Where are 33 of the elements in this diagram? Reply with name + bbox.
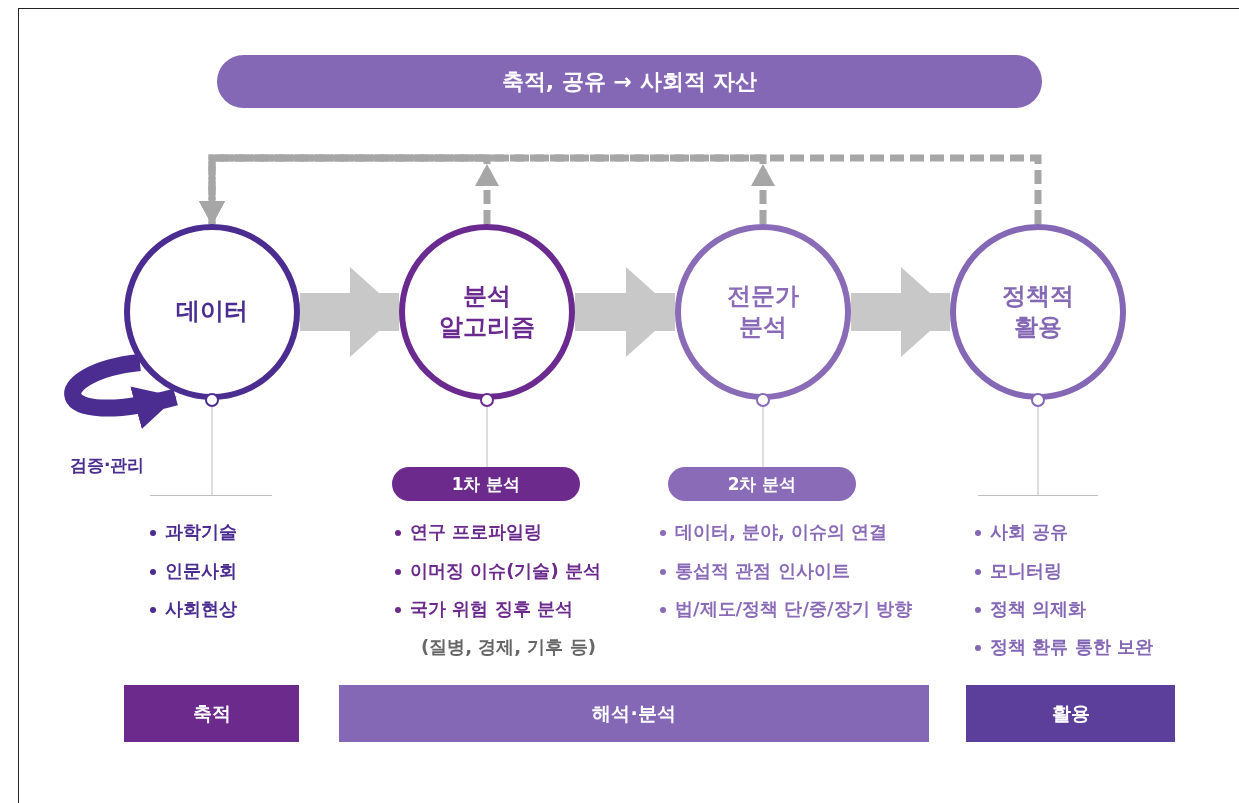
bullet-item: 모니터링 bbox=[990, 559, 1062, 583]
flow-arrow bbox=[575, 267, 676, 357]
bullet-item: 정책 의제화 bbox=[990, 597, 1087, 621]
stage-title: 분석 알고리즘 bbox=[438, 280, 536, 343]
bullet-item: 통섭적 관점 인사이트 bbox=[675, 559, 850, 583]
leader-line bbox=[1037, 406, 1039, 496]
bullet-item: 사회 공유 bbox=[990, 520, 1069, 544]
pill-banner: 1차 분석 bbox=[392, 467, 580, 501]
flow-arrow bbox=[851, 267, 951, 357]
bullet-item: 사회현상 bbox=[165, 597, 237, 621]
pill-banner: 축적, 공유 → 사회적 자산 bbox=[217, 55, 1042, 108]
leader-line bbox=[211, 406, 213, 496]
phase-band: 해석·분석 bbox=[339, 685, 929, 742]
leader-line bbox=[762, 406, 764, 468]
loop-arrow bbox=[64, 354, 178, 428]
flow-arrow bbox=[300, 267, 400, 357]
pill-banner: 2차 분석 bbox=[668, 467, 856, 501]
feedback-arrow bbox=[199, 154, 1042, 225]
bullet-item: 국가 위험 징후 분석 bbox=[410, 597, 573, 621]
stage-title: 데이터 bbox=[176, 296, 248, 328]
bullet-item: 법/제도/정책 단/중/장기 방향 bbox=[675, 597, 912, 621]
note-text: (질병, 경제, 기후 등) bbox=[421, 635, 596, 659]
leader-line bbox=[486, 406, 488, 468]
bullet-item: 이머징 이슈(기술) 분석 bbox=[410, 559, 601, 583]
bullet-item: 인문사회 bbox=[165, 559, 237, 583]
bullet-item: 연구 프로파일링 bbox=[410, 520, 543, 544]
phase-band: 축적 bbox=[124, 685, 299, 742]
bullet-item: 정책 환류 통한 보완 bbox=[990, 635, 1153, 659]
bullet-item: 데이터, 분야, 이슈의 연결 bbox=[675, 520, 888, 544]
phase-band: 활용 bbox=[966, 685, 1175, 742]
stage-title: 정책적 활용 bbox=[1001, 280, 1075, 343]
bullet-item: 과학기술 bbox=[165, 520, 237, 544]
stage-title: 전문가 분석 bbox=[726, 280, 800, 343]
